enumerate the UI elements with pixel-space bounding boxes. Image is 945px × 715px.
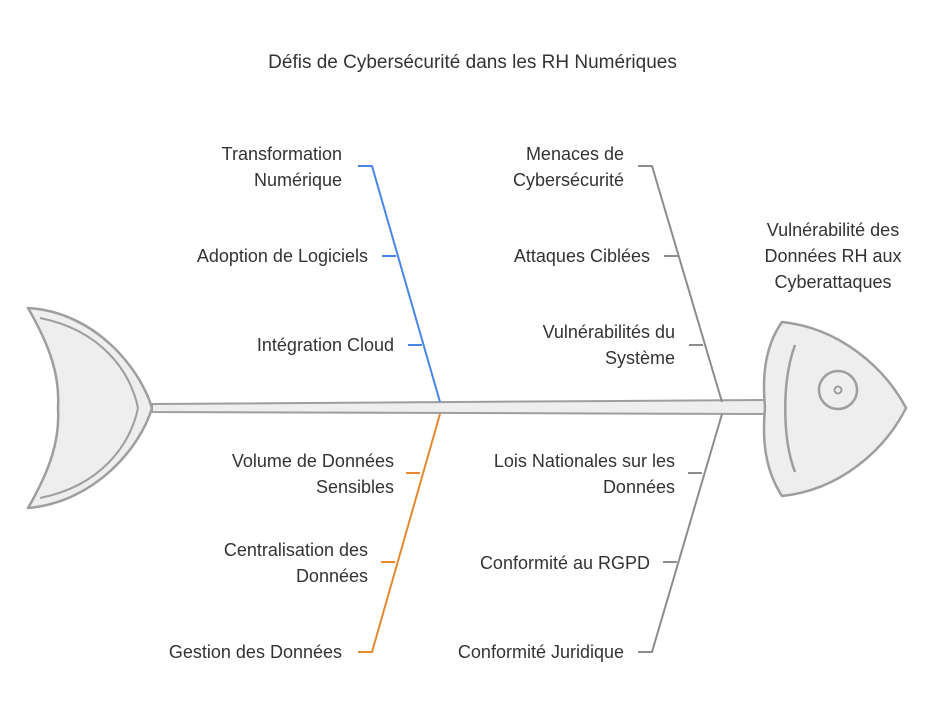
cause-vulnerabilites-systeme: Vulnérabilités du Système [420,319,675,371]
cause-line: Adoption de Logiciels [196,246,368,266]
bone-top-left [358,165,441,403]
cause-adoption-logiciels: Adoption de Logiciels [100,243,368,269]
effect-line-1: Vulnérabilité des [766,220,900,240]
cause-conformite-juridique: Conformité Juridique [400,639,624,665]
cause-attaques-ciblees: Attaques Ciblées [420,243,650,269]
cause-line: Système [604,348,675,368]
cause-line: Conformité Juridique [457,642,624,662]
effect-label: Vulnérabilité des Données RH aux Cyberat… [738,217,928,295]
cause-line: Menaces de [525,144,624,164]
cause-line: Lois Nationales sur les [493,451,675,471]
fish-tail [26,306,154,510]
effect-line-2: Données RH aux [764,246,902,266]
cause-menaces-cybersecurite: Menaces de Cybersécurité [420,141,624,193]
cause-line: Données [602,477,675,497]
cause-volume-donnees-sensibles: Volume de Données Sensibles [100,448,394,500]
cause-line: Gestion des Données [168,642,342,662]
cause-transformation-numerique: Transformation Numérique [100,141,342,193]
diagram-title: Défis de Cybersécurité dans les RH Numér… [268,52,677,73]
cause-gestion-donnees: Gestion des Données [100,639,342,665]
cause-line: Centralisation des [223,540,368,560]
bone-bottom-right [638,413,723,653]
bone-top-right [638,165,723,403]
effect-line-3: Cyberattaques [774,272,892,292]
cause-line: Transformation [221,144,342,164]
cause-line: Cybersécurité [512,170,624,190]
cause-line: Volume de Données [231,451,394,471]
cause-line: Sensibles [315,477,394,497]
cause-line: Conformité au RGPD [479,553,650,573]
cause-line: Attaques Ciblées [513,246,650,266]
fish-gill-line [784,344,797,473]
bone-bottom-left [358,413,441,653]
cause-line: Vulnérabilités du [542,322,675,342]
cause-line: Données [295,566,368,586]
fish-pupil [833,385,843,395]
cause-lois-nationales: Lois Nationales sur les Données [420,448,675,500]
cause-line: Intégration Cloud [256,335,394,355]
fish-spine [151,398,766,416]
cause-integration-cloud: Intégration Cloud [100,332,394,358]
cause-conformite-rgpd: Conformité au RGPD [420,550,650,576]
cause-line: Numérique [253,170,342,190]
fish-tail-inner-line [39,317,140,499]
cause-centralisation-donnees: Centralisation des Données [100,537,368,589]
